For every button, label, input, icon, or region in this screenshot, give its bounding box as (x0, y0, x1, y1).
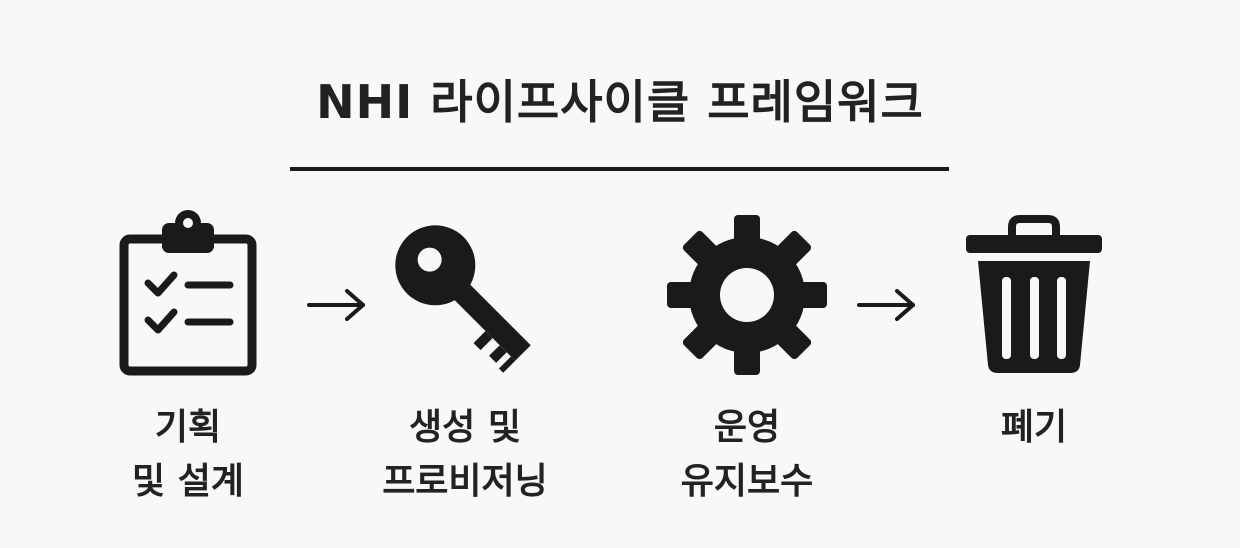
stage-label-line: 및 설계 (132, 461, 244, 502)
trash-can-icon (944, 205, 1124, 385)
right-arrow-icon (857, 285, 919, 325)
stage-label-line: 생성 및 (409, 407, 521, 448)
title-divider (290, 167, 949, 171)
key-icon (375, 205, 555, 385)
stage-label: 기획 및 설계 (68, 401, 308, 509)
stage-operation-maintenance: 운영 유지보수 (627, 205, 867, 525)
stage-creation-provisioning: 생성 및 프로비저닝 (345, 205, 585, 525)
right-arrow-icon (307, 285, 369, 325)
stage-disposal: 폐기 (914, 205, 1154, 525)
stage-label-line: 프로비저닝 (382, 461, 548, 502)
stage-label-line: 유지보수 (680, 461, 814, 502)
stage-label: 생성 및 프로비저닝 (345, 401, 585, 509)
stage-label-line: 운영 (713, 407, 781, 448)
stage-label-line: 폐기 (1000, 407, 1068, 448)
stage-label-line: 기획 (154, 407, 222, 448)
clipboard-checklist-icon (98, 205, 278, 385)
stage-label: 운영 유지보수 (627, 401, 867, 509)
page-title: NHI 라이프사이클 프레임워크 (316, 75, 924, 129)
gear-icon (657, 205, 837, 385)
stage-planning-design: 기획 및 설계 (68, 205, 308, 525)
stage-label: 폐기 (914, 401, 1154, 455)
